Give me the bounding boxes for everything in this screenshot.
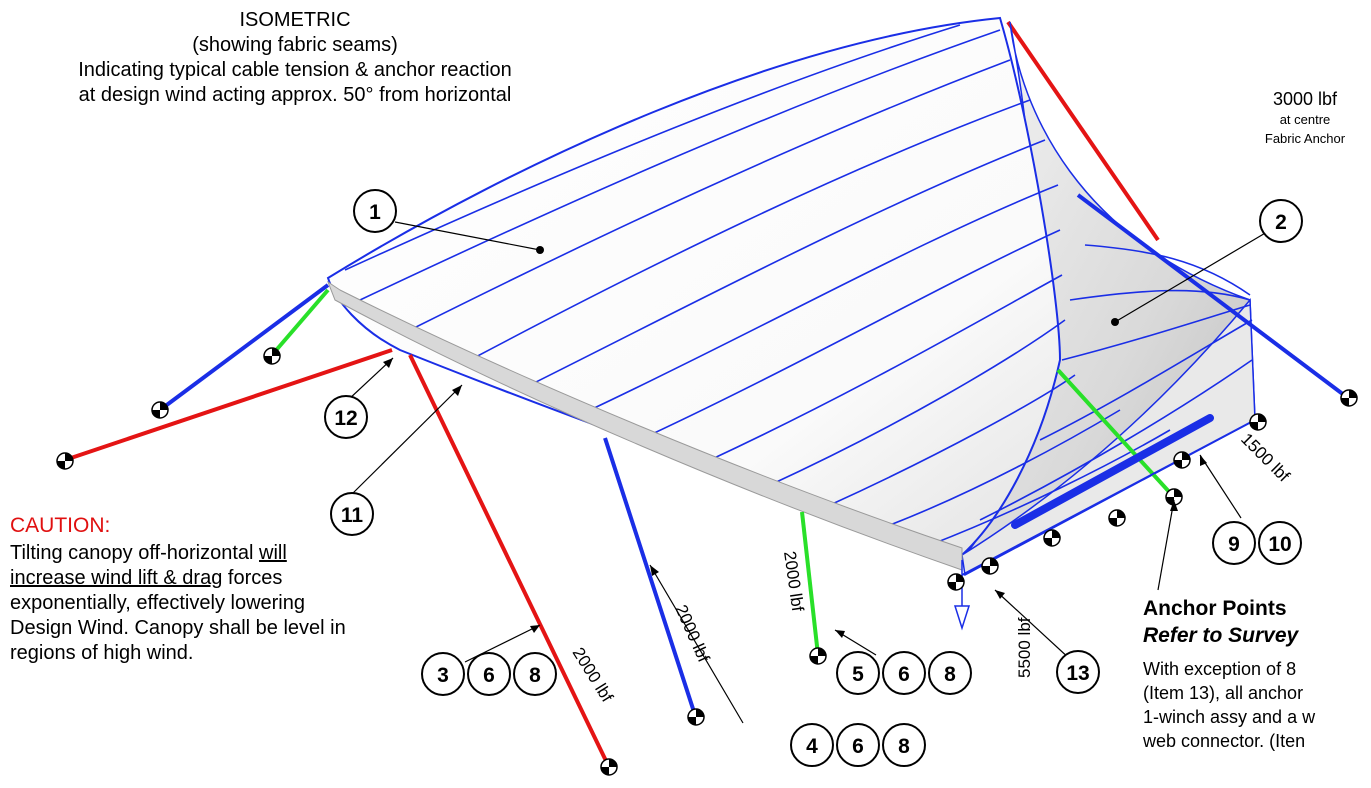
down-arrow-icon — [953, 605, 971, 631]
callout-6a: 6 — [467, 652, 511, 696]
anchor-point — [981, 557, 999, 575]
svg-text:8: 8 — [898, 735, 910, 758]
cable-left-green — [270, 288, 330, 357]
header-line-4: at design wind acting approx. 50° from h… — [78, 84, 512, 106]
svg-text:6: 6 — [483, 664, 495, 687]
anchor-note-line-4: web connector. (Iten — [1143, 731, 1306, 751]
caution-line-3: exponentially, effectively lowering — [10, 592, 305, 614]
callout-8a: 8 — [513, 652, 557, 696]
anchor-point — [687, 708, 705, 726]
cable-left-red — [64, 348, 393, 462]
svg-text:10: 10 — [1268, 533, 1291, 556]
anchor-point — [809, 647, 827, 665]
anchor-point — [1043, 529, 1061, 547]
anchor-note-line-1: With exception of 8 — [1143, 659, 1297, 679]
caution-title: CAUTION: — [10, 514, 111, 537]
cable-front-blue — [603, 437, 697, 716]
anchor-points — [56, 347, 1358, 776]
base-edge — [961, 419, 1256, 576]
callout-10: 10 — [1258, 521, 1302, 565]
svg-text:9: 9 — [1228, 533, 1240, 556]
anchor-point — [1108, 509, 1126, 527]
svg-text:11: 11 — [341, 504, 364, 527]
leader-arrowheads — [383, 246, 1207, 638]
svg-text:3: 3 — [437, 664, 449, 687]
caution-body: Tilting canopy off-horizontal will incre… — [10, 541, 346, 666]
callout-5: 5 — [836, 651, 880, 695]
anchor-point — [1173, 451, 1191, 469]
callout-12: 12 — [324, 395, 368, 439]
caution-line-4: Design Wind. Canopy shall be level in — [10, 617, 346, 639]
top-load-sub1: at centre — [1279, 112, 1331, 127]
top-load-note: 3000 lbf at centre Fabric Anchor — [1230, 88, 1371, 148]
callout-1: 1 — [353, 189, 397, 233]
callout-2: 2 — [1259, 199, 1303, 243]
callout-4: 4 — [790, 723, 834, 767]
svg-text:13: 13 — [1066, 662, 1089, 685]
svg-text:12: 12 — [334, 407, 357, 430]
svg-text:2: 2 — [1275, 211, 1287, 234]
cable-right-blue — [1076, 193, 1350, 400]
anchor-point — [600, 758, 618, 776]
svg-text:1: 1 — [369, 201, 381, 224]
cable-top-red — [1006, 20, 1160, 242]
svg-text:6: 6 — [852, 735, 864, 758]
anchor-point — [151, 401, 169, 419]
header-line-1: ISOMETRIC — [239, 9, 351, 31]
diagram-header: ISOMETRIC (showing fabric seams) Indicat… — [0, 8, 590, 108]
fabric-seams — [344, 24, 1253, 546]
fabric-lower-right — [961, 298, 1256, 577]
top-load-value: 3000 lbf — [1272, 89, 1338, 109]
anchor-note-line-2: (Item 13), all anchor — [1143, 683, 1304, 703]
load-front-corner: 5500 lbf — [1015, 617, 1034, 678]
caution-line-2: increase wind lift & drag forces — [10, 567, 283, 589]
svg-text:8: 8 — [529, 664, 541, 687]
header-line-2: (showing fabric seams) — [192, 34, 398, 56]
load-front-center: 2000 lbf — [780, 550, 807, 613]
svg-text:5: 5 — [852, 663, 864, 686]
load-right-end: 1500 lbf — [1237, 429, 1293, 485]
anchor-point — [56, 452, 74, 470]
base-cable-blue — [1011, 414, 1214, 529]
callout-8c: 8 — [928, 651, 972, 695]
anchor-note-body: With exception of 8 (Item 13), all ancho… — [1143, 657, 1315, 753]
svg-text:6: 6 — [898, 663, 910, 686]
callout-8b: 8 — [882, 723, 926, 767]
callout-13: 13 — [1056, 650, 1100, 694]
svg-text:8: 8 — [944, 663, 956, 686]
callout-6c: 6 — [882, 651, 926, 695]
anchor-point — [1249, 413, 1267, 431]
callout-9: 9 — [1212, 521, 1256, 565]
cable-front-red — [408, 354, 610, 766]
cable-front-green — [800, 511, 820, 656]
svg-text:4: 4 — [806, 735, 818, 758]
anchor-point — [947, 573, 965, 591]
fabric-canopy — [326, 16, 1062, 557]
anchor-note-subtitle: Refer to Survey — [1143, 624, 1299, 647]
anchor-note-title: Anchor Points — [1143, 597, 1287, 620]
anchor-point — [263, 347, 281, 365]
caution-line-1: Tilting canopy off-horizontal will — [10, 542, 287, 564]
caution-line-5: regions of high wind. — [10, 642, 194, 664]
callout-3: 3 — [421, 652, 465, 696]
anchor-note-line-3: 1-winch assy and a w — [1143, 707, 1316, 727]
anchor-point — [1340, 389, 1358, 407]
callout-11: 11 — [330, 492, 374, 536]
callout-6b: 6 — [836, 723, 880, 767]
top-load-sub2: Fabric Anchor — [1264, 131, 1346, 146]
cable-left-blue — [158, 283, 330, 412]
header-line-3: Indicating typical cable tension & ancho… — [78, 59, 512, 81]
